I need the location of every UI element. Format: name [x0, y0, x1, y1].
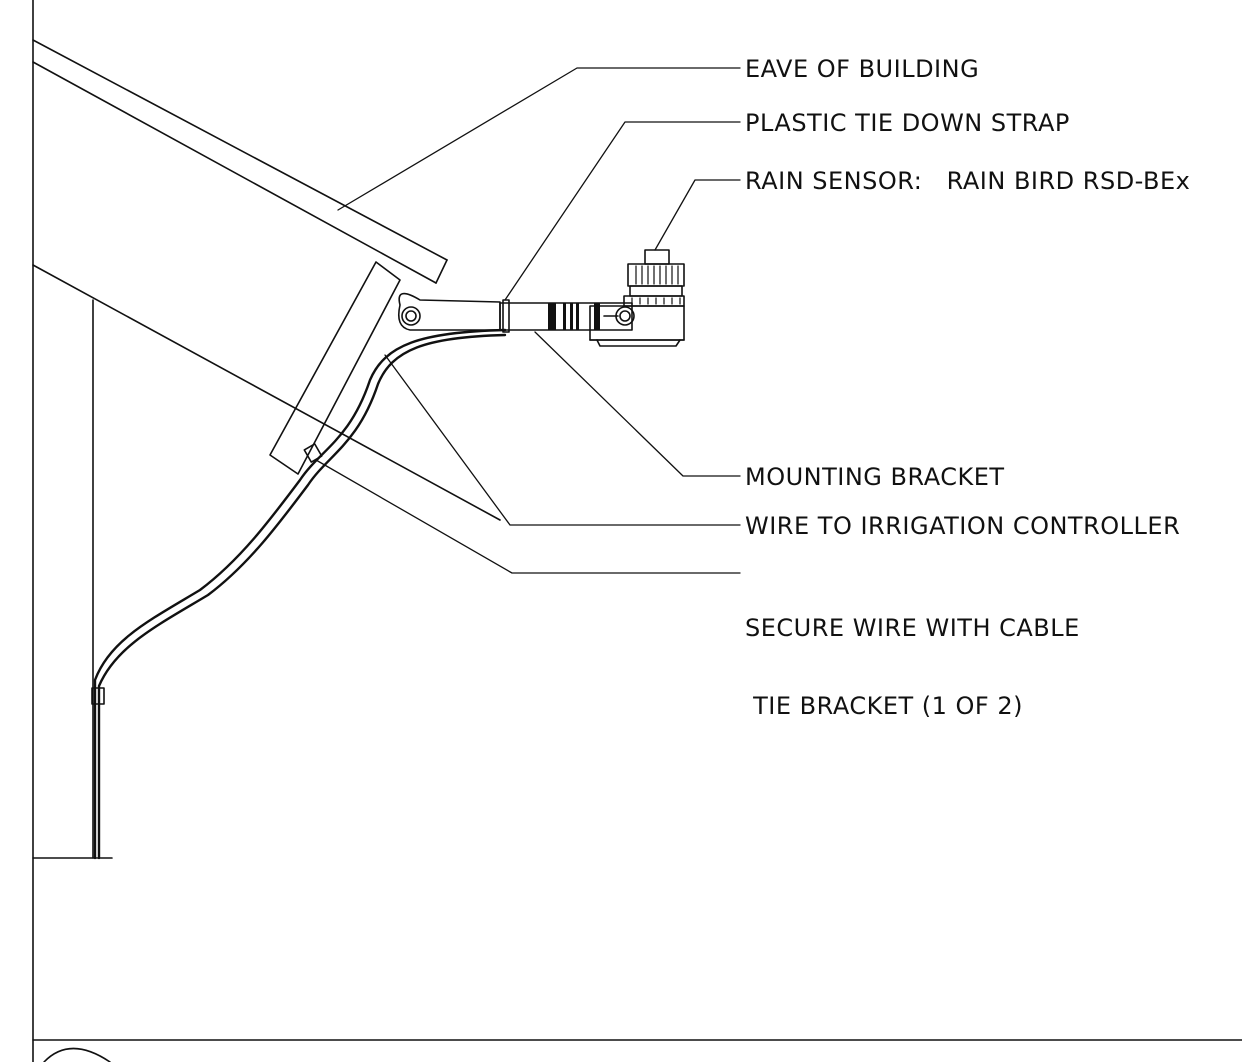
leader-wire	[384, 354, 741, 526]
callout-eave-of-building: EAVE OF BUILDING	[745, 55, 980, 83]
fascia-plate	[269, 261, 401, 475]
leader-strap	[504, 121, 741, 301]
controller-wire	[93, 328, 507, 860]
callout-mounting-bracket: MOUNTING BRACKET	[745, 463, 1005, 491]
callout-cable-tie-line-1: SECURE WIRE WITH CABLE	[745, 614, 1080, 642]
rain-sensor	[589, 249, 685, 347]
sensor-ribs	[631, 265, 681, 305]
callout-cable-tie-line-2: TIE BRACKET (1 OF 2)	[745, 692, 1023, 720]
detail-bubble	[43, 1047, 111, 1062]
callout-wire-to-controller: WIRE TO IRRIGATION CONTROLLER	[745, 512, 1181, 540]
bracket-bands	[548, 303, 600, 330]
eave-of-building	[32, 39, 501, 521]
leader-lines	[315, 67, 741, 574]
callout-rain-sensor: RAIN SENSOR: RAIN BIRD RSD-BEx	[745, 167, 1191, 195]
leader-bracket	[534, 331, 741, 477]
callout-tie-down-strap: PLASTIC TIE DOWN STRAP	[745, 109, 1070, 137]
cable-tie-bracket	[91, 443, 323, 705]
leader-sensor	[654, 179, 741, 251]
callout-cable-tie-bracket: SECURE WIRE WITH CABLE TIE BRACKET (1 OF…	[745, 563, 1080, 745]
leader-cable-tie	[315, 459, 741, 574]
tie-down-strap	[502, 299, 510, 333]
leader-eave	[337, 67, 741, 211]
